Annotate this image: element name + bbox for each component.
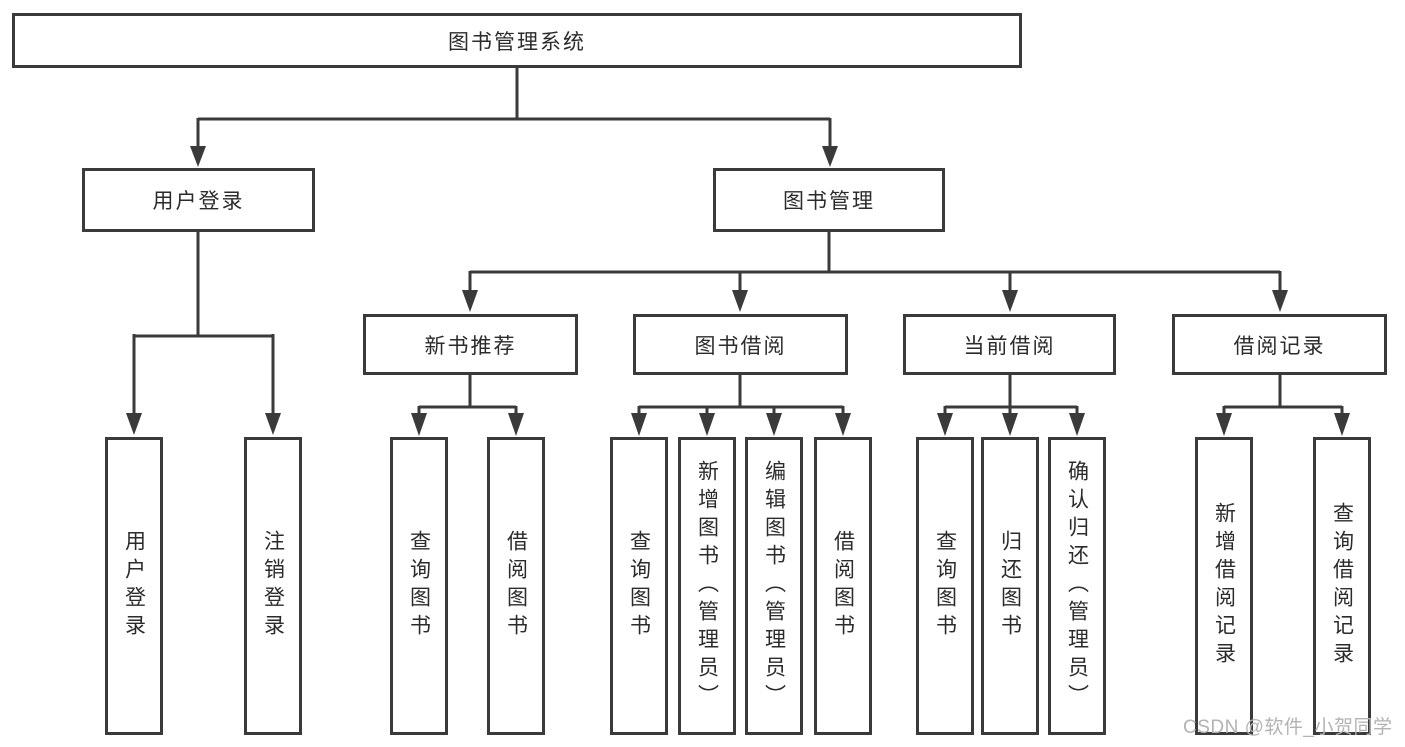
connector-book-borrow-to-leaves [631, 373, 851, 436]
node-new-book-recommend: 新书推荐 [363, 314, 578, 375]
node-root: 图书管理系统 [12, 13, 1022, 68]
leaf-query-books-borrow-label: 查询图书 [627, 530, 651, 642]
leaf-borrow-books-recommend: 借阅图书 [487, 437, 545, 735]
leaf-query-books-borrow: 查询图书 [610, 437, 668, 735]
leaf-query-books-recommend: 查询图书 [390, 437, 448, 735]
leaf-confirm-return-admin: 确认归还（管理员） [1048, 437, 1106, 735]
leaf-query-books-recommend-label: 查询图书 [407, 530, 431, 642]
leaf-query-borrow-record: 查询借阅记录 [1313, 437, 1371, 735]
node-user-login-label: 用户登录 [152, 190, 245, 213]
leaf-add-borrow-record-label: 新增借阅记录 [1212, 502, 1236, 670]
node-book-management: 图书管理 [713, 168, 945, 232]
leaf-add-books-admin-label: 新增图书（管理员） [695, 460, 719, 712]
leaf-query-books-current: 查询图书 [916, 437, 974, 735]
leaf-add-books-admin: 新增图书（管理员） [678, 437, 736, 735]
leaf-query-books-current-label: 查询图书 [933, 530, 957, 642]
leaf-return-books: 归还图书 [981, 437, 1039, 735]
node-current-borrow-label: 当前借阅 [963, 334, 1056, 358]
leaf-edit-books-admin-label: 编辑图书（管理员） [762, 460, 786, 712]
connector-book-management-to-level3 [462, 230, 1288, 312]
leaf-query-borrow-record-label: 查询借阅记录 [1330, 502, 1354, 670]
connector-root-to-level2 [190, 66, 838, 167]
csdn-watermark: CSDN @软件_小贺同学 [1183, 717, 1393, 738]
leaf-confirm-return-admin-label: 确认归还（管理员） [1065, 460, 1089, 712]
node-book-borrow-label: 图书借阅 [694, 334, 787, 358]
node-book-management-label: 图书管理 [783, 190, 875, 213]
node-borrow-records: 借阅记录 [1172, 314, 1387, 375]
leaf-borrow-books: 借阅图书 [814, 437, 872, 735]
connector-current-borrow-to-leaves [937, 373, 1085, 436]
connector-borrow-records-to-leaves [1216, 373, 1350, 436]
leaf-user-login: 用户登录 [105, 437, 163, 735]
node-new-book-recommend-label: 新书推荐 [424, 334, 517, 358]
connector-user-login-to-leaves [126, 230, 281, 435]
leaf-borrow-books-recommend-label: 借阅图书 [504, 530, 528, 642]
connector-new-book-recommend-to-leaves [411, 373, 524, 436]
node-user-login: 用户登录 [82, 168, 315, 232]
node-current-borrow: 当前借阅 [903, 314, 1116, 375]
leaf-edit-books-admin: 编辑图书（管理员） [745, 437, 803, 735]
leaf-return-books-label: 归还图书 [998, 530, 1022, 642]
leaf-add-borrow-record: 新增借阅记录 [1195, 437, 1253, 735]
node-root-label: 图书管理系统 [448, 30, 586, 54]
leaf-logout-label: 注销登录 [261, 530, 285, 642]
leaf-logout: 注销登录 [244, 437, 302, 735]
leaf-user-login-label: 用户登录 [122, 530, 146, 642]
node-borrow-records-label: 借阅记录 [1233, 334, 1326, 358]
leaf-borrow-books-label: 借阅图书 [831, 530, 855, 642]
node-book-borrow: 图书借阅 [633, 314, 848, 375]
